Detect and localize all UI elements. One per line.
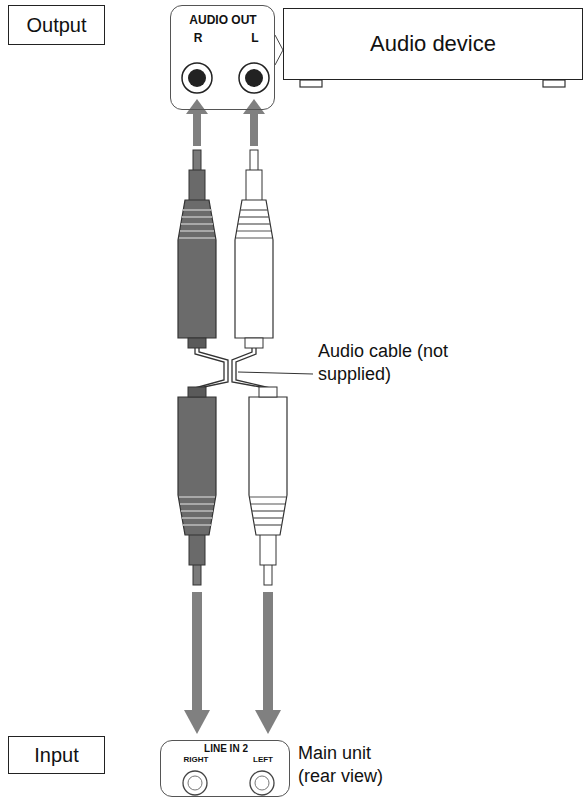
jack-label: L [251, 32, 258, 45]
callout-label: Audio cable (not supplied) [318, 340, 450, 385]
jack-label: RIGHT [184, 756, 209, 765]
device-box: Audio device [283, 8, 583, 80]
box-label: Input [34, 743, 78, 767]
jack-label: LINE IN 2 [204, 743, 248, 754]
jack-panel: AUDIO OUT R L [170, 5, 275, 110]
box-label: Output [26, 13, 86, 37]
box-label: Audio device [370, 31, 496, 57]
jack-label: AUDIO OUT [189, 14, 256, 27]
output-box: Output [8, 5, 105, 45]
leader-line [238, 372, 313, 374]
callout-connector [275, 35, 283, 65]
callout-label: Main unit (rear view) [298, 742, 410, 787]
input-box: Input [8, 736, 105, 774]
jack-panel: LINE IN 2 RIGHT LEFT [160, 740, 290, 797]
jack-label: LEFT [253, 756, 273, 765]
jack-label: R [194, 32, 203, 45]
